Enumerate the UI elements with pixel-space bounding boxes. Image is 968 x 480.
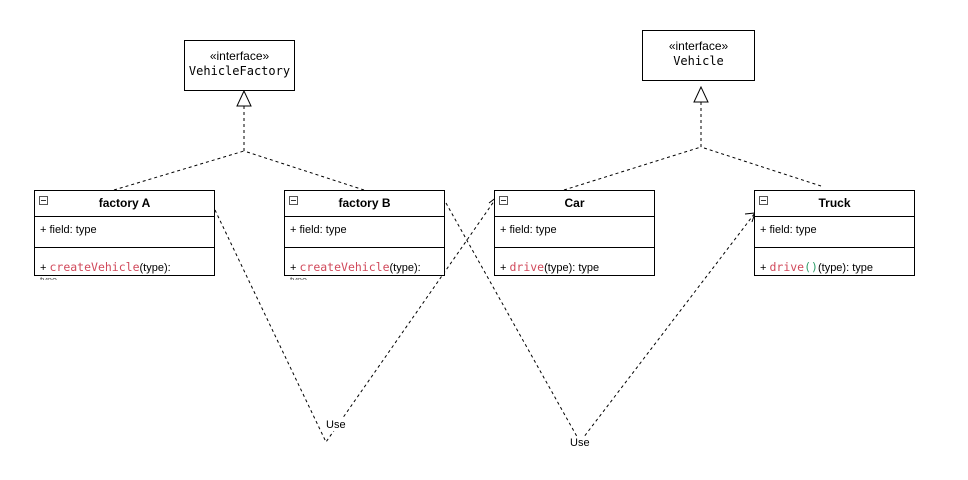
use-label-factory-b-truck: Use: [569, 437, 591, 449]
class-field: + field: type: [495, 217, 654, 248]
class-header: Car: [495, 191, 654, 217]
overflow-text: type: [290, 276, 316, 280]
realization-line-truck: [700, 146, 822, 187]
realization-arrowhead-vehicle: [693, 85, 709, 103]
method-prefix: +: [760, 262, 770, 274]
class-header: factory A: [35, 191, 214, 217]
method-prefix: +: [500, 262, 510, 274]
class-method: + createVehicle(type):: [285, 248, 444, 287]
class-name: Truck: [818, 196, 851, 210]
method-name: createVehicle: [299, 260, 390, 274]
interface-vehicle-factory[interactable]: «interface» VehicleFactory: [184, 40, 295, 91]
interface-stereotype: «interface»: [209, 49, 270, 63]
class-car[interactable]: Car + field: type + drive(type): type: [494, 190, 655, 276]
use-label-factory-a-car: Use: [325, 419, 347, 431]
class-method: + drive()(type): type: [755, 248, 914, 287]
class-factory-b[interactable]: factory B + field: type + createVehicle(…: [284, 190, 445, 276]
class-truck[interactable]: Truck + field: type + drive()(type): typ…: [754, 190, 915, 276]
method-prefix: +: [290, 262, 300, 274]
collapse-icon[interactable]: [289, 196, 298, 205]
class-field: + field: type: [35, 217, 214, 248]
method-parens: (): [804, 260, 818, 274]
realization-line-car: [563, 146, 702, 191]
class-header: Truck: [755, 191, 914, 217]
collapse-icon[interactable]: [39, 196, 48, 205]
class-field: + field: type: [755, 217, 914, 248]
class-header: factory B: [285, 191, 444, 217]
collapse-icon[interactable]: [759, 196, 768, 205]
realization-arrowhead-factory: [236, 89, 252, 107]
method-signature: (type): type: [817, 262, 873, 274]
interface-name: VehicleFactory: [188, 64, 291, 78]
method-signature: (type):: [389, 262, 421, 274]
interface-vehicle[interactable]: «interface» Vehicle: [642, 30, 755, 81]
method-signature: (type):: [139, 262, 171, 274]
method-name: drive: [509, 260, 545, 274]
class-method: + drive(type): type: [495, 248, 654, 287]
method-name: createVehicle: [49, 260, 140, 274]
class-name: Car: [564, 196, 585, 210]
collapse-icon[interactable]: [499, 196, 508, 205]
overflow-text: type: [40, 276, 66, 280]
interface-stereotype: «interface»: [668, 39, 729, 53]
class-name: factory A: [98, 196, 151, 210]
method-name: drive: [769, 260, 805, 274]
dependency-line-factory-b-to-truck: [445, 202, 756, 443]
method-signature: (type): type: [544, 262, 600, 274]
interface-name: Vehicle: [673, 54, 724, 68]
realization-line-factory-a: [113, 150, 245, 191]
class-name: factory B: [338, 196, 391, 210]
class-factory-a[interactable]: factory A + field: type + createVehicle(…: [34, 190, 215, 276]
realization-line-factory-b: [243, 150, 365, 191]
method-prefix: +: [40, 262, 50, 274]
class-method: + createVehicle(type):: [35, 248, 214, 287]
dependency-line-factory-a-to-car: [214, 196, 498, 443]
class-field: + field: type: [285, 217, 444, 248]
